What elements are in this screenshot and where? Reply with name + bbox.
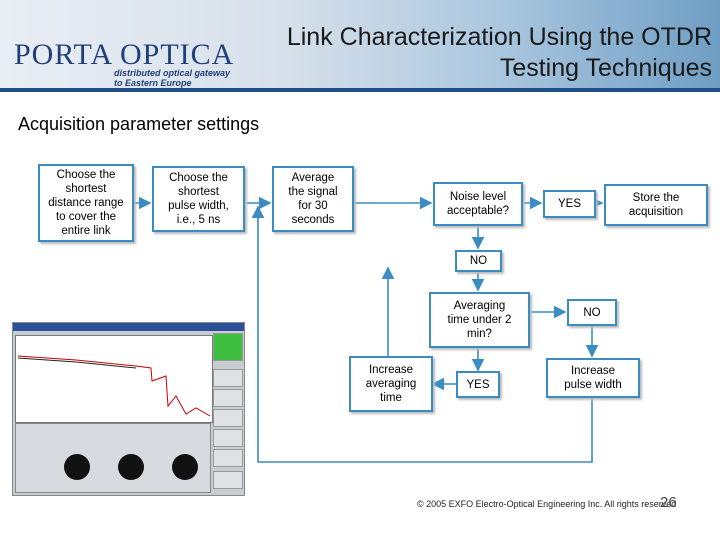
box-text-line: acquisition — [628, 206, 684, 218]
screenshot-button — [213, 449, 243, 467]
step-average-signal-box: Average the signal for 30 seconds — [272, 166, 354, 232]
box-text-line: NO — [583, 306, 601, 319]
screenshot-start-button — [213, 333, 243, 361]
yes-label-box: YES — [456, 371, 500, 398]
porta-optica-logo: PORTA OPTICA distributed optical gateway… — [8, 24, 238, 90]
step-store-acquisition-box: Store the acquisition — [604, 184, 708, 226]
box-text-line: Choose the — [169, 172, 228, 184]
box-text-line: for 30 — [298, 200, 328, 212]
page-number: 26 — [660, 494, 677, 511]
decision-noise-level-box: Noise level acceptable? — [433, 182, 523, 226]
no-label-box: NO — [567, 299, 617, 326]
logo-tagline-line: to Eastern Europe — [114, 78, 192, 88]
step-increase-pulse-width-box: Increase pulse width — [546, 358, 640, 398]
otdr-trace-icon — [17, 355, 211, 417]
box-text-line: Averaging — [453, 300, 506, 312]
screenshot-titlebar — [13, 323, 244, 331]
time-knob-icon — [172, 454, 198, 480]
box-text-line: Store the — [632, 192, 680, 204]
screenshot-button — [213, 369, 243, 387]
distance-knob-icon — [64, 454, 90, 480]
step-distance-range-box: Choose the shortest distance range to co… — [38, 164, 134, 242]
box-text-line: to cover the — [55, 211, 117, 223]
screenshot-button — [213, 471, 243, 489]
box-text-line: entire link — [61, 225, 111, 237]
otdr-trace-view — [15, 335, 213, 423]
copyright-footer: © 2005 EXFO Electro-Optical Engineering … — [417, 499, 677, 509]
slide-title-line: Link Characterization Using the OTDR — [286, 23, 712, 51]
section-subtitle: Acquisition parameter settings — [18, 114, 260, 134]
logo-name: PORTA OPTICA — [14, 38, 235, 71]
box-text-line: averaging — [365, 378, 417, 390]
screenshot-button — [213, 429, 243, 447]
header-divider — [0, 88, 720, 92]
box-text-line: seconds — [291, 214, 335, 226]
no-label-box: NO — [455, 250, 502, 272]
otdr-software-screenshot — [12, 322, 245, 496]
screenshot-button — [213, 389, 243, 407]
slide-title-line: Testing Techniques — [499, 54, 712, 82]
yes-label-box: YES — [543, 190, 596, 218]
box-text-line: i.e., 5 ns — [176, 214, 221, 226]
box-text-line: NO — [469, 255, 488, 267]
box-text-line: YES — [466, 378, 490, 391]
pulse-knob-icon — [118, 454, 144, 480]
step-increase-averaging-box: Increase averaging time — [349, 356, 433, 412]
box-text-line: Increase — [570, 365, 616, 377]
screenshot-acquisition-panel — [15, 423, 211, 493]
slide-header: PORTA OPTICA distributed optical gateway… — [0, 0, 720, 92]
box-text-line: acceptable? — [446, 205, 510, 217]
box-text-line: pulse width — [564, 379, 622, 391]
screenshot-button — [213, 409, 243, 427]
box-text-line: Choose the — [56, 169, 116, 181]
box-text-line: Average — [291, 172, 335, 184]
box-text-line: Increase — [368, 364, 414, 376]
box-text-line: distance range — [48, 197, 124, 209]
box-text-line: time — [380, 392, 402, 404]
box-text-line: the signal — [288, 186, 338, 198]
box-text-line: Noise level — [449, 191, 507, 203]
logo-tagline-line: distributed optical gateway — [114, 68, 231, 78]
step-pulse-width-box: Choose the shortest pulse width, i.e., 5… — [152, 166, 245, 232]
box-text-line: min? — [467, 328, 492, 340]
screenshot-side-buttons — [213, 333, 243, 493]
box-text-line: pulse width, — [168, 200, 229, 212]
box-text-line: time under 2 — [447, 314, 512, 326]
decision-averaging-time-box: Averaging time under 2 min? — [429, 292, 530, 348]
box-text-line: shortest — [65, 183, 107, 195]
logo-tagline: distributed optical gateway to Eastern E… — [114, 68, 230, 88]
box-text-line: shortest — [178, 186, 219, 198]
slide-title: Link Characterization Using the OTDR Tes… — [242, 22, 712, 84]
box-text-line: YES — [557, 198, 581, 210]
